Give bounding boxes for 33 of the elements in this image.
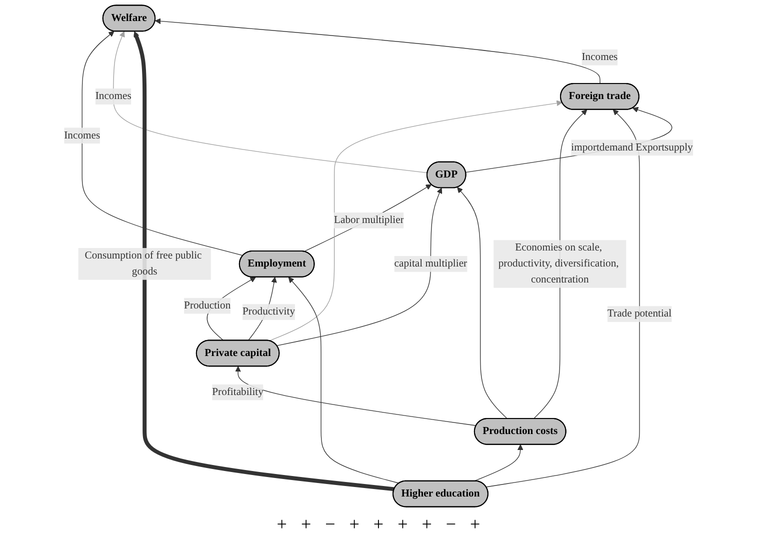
sign-label: + (470, 514, 480, 536)
edge-label: Economies on scale, productivity, diversification, concentration (498, 242, 619, 286)
arrow (288, 276, 400, 484)
edge-label: Profitability (212, 386, 264, 398)
arrow (82, 31, 244, 256)
sign-label: − (325, 514, 336, 536)
edge-label: Incomes (582, 51, 618, 63)
edge-label: Trade potential (607, 308, 672, 320)
sign-label: + (398, 514, 408, 536)
arrow (268, 100, 562, 342)
edge-label: Consumption of free public goods (84, 250, 202, 278)
edge-label: capital multiplier (394, 258, 468, 270)
arrow (235, 366, 477, 426)
arrow (134, 31, 395, 492)
edge-label: Production (184, 300, 231, 312)
edge-label: Labor multiplier (334, 214, 404, 226)
sign-label: − (446, 514, 456, 536)
edge-label: importdemand Exportsupply (571, 142, 693, 154)
sign-label: + (349, 514, 360, 536)
edge-label: Incomes (95, 90, 132, 102)
arrow (113, 31, 428, 174)
sign-label: + (422, 514, 432, 536)
causal-diagram: Incomes Labor multiplier Production Productivity capital multiplier Incomes Profitability Economies on scale, productivity, diversification, concentration Trade potential Consumption of free public goods Incomes importdemand Exportsupply Employment Welfare Private capital GDP Production costs Foreign trade Higher education (0, 0, 757, 512)
arrow (154, 18, 600, 84)
arrow (457, 187, 508, 420)
arrow (276, 188, 442, 346)
edge-label: Incomes (64, 130, 100, 141)
arrow (304, 184, 432, 252)
sign-label: + (373, 514, 384, 536)
sign-label: + (300, 514, 312, 536)
edge-label: Productivity (242, 306, 295, 318)
sign-label: + (276, 514, 287, 536)
arrow (474, 444, 524, 482)
